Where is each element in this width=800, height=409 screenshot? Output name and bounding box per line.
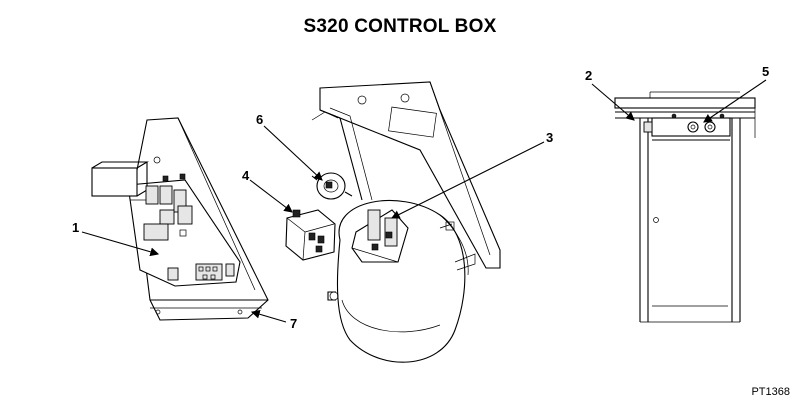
callout-4: 4 bbox=[242, 168, 250, 183]
leader-3 bbox=[391, 141, 545, 219]
callout-labels: 1 2 3 4 5 6 7 bbox=[72, 64, 769, 331]
leader-5 bbox=[703, 79, 767, 123]
callout-6: 6 bbox=[256, 112, 263, 127]
compressor-housing bbox=[311, 81, 501, 363]
diagram-title: S320 CONTROL BOX bbox=[303, 16, 497, 37]
callout-7: 7 bbox=[290, 316, 297, 331]
leader-7 bbox=[250, 309, 287, 323]
control-board bbox=[127, 179, 241, 287]
relay-part bbox=[285, 209, 336, 261]
leader-2 bbox=[591, 83, 635, 121]
board-component bbox=[143, 223, 169, 241]
round-thermostat-part bbox=[311, 172, 353, 200]
cabinet-side-view bbox=[614, 91, 756, 323]
grommet-a bbox=[687, 121, 699, 133]
board-connectors bbox=[167, 263, 235, 281]
leader-6 bbox=[263, 125, 323, 181]
control-board-assembly bbox=[91, 117, 269, 321]
transformer bbox=[91, 161, 149, 197]
callout-1: 1 bbox=[72, 220, 79, 235]
grommet-b bbox=[704, 121, 716, 133]
callout-2: 2 bbox=[585, 68, 592, 83]
callout-leaders bbox=[81, 79, 767, 323]
relays bbox=[145, 185, 193, 225]
leader-4 bbox=[249, 179, 293, 213]
part-reference-code: PT1368 bbox=[751, 386, 790, 398]
compressor-terminal-block bbox=[351, 209, 409, 263]
leader-1 bbox=[81, 231, 160, 257]
callout-5: 5 bbox=[762, 64, 769, 79]
callout-3: 3 bbox=[546, 130, 553, 145]
